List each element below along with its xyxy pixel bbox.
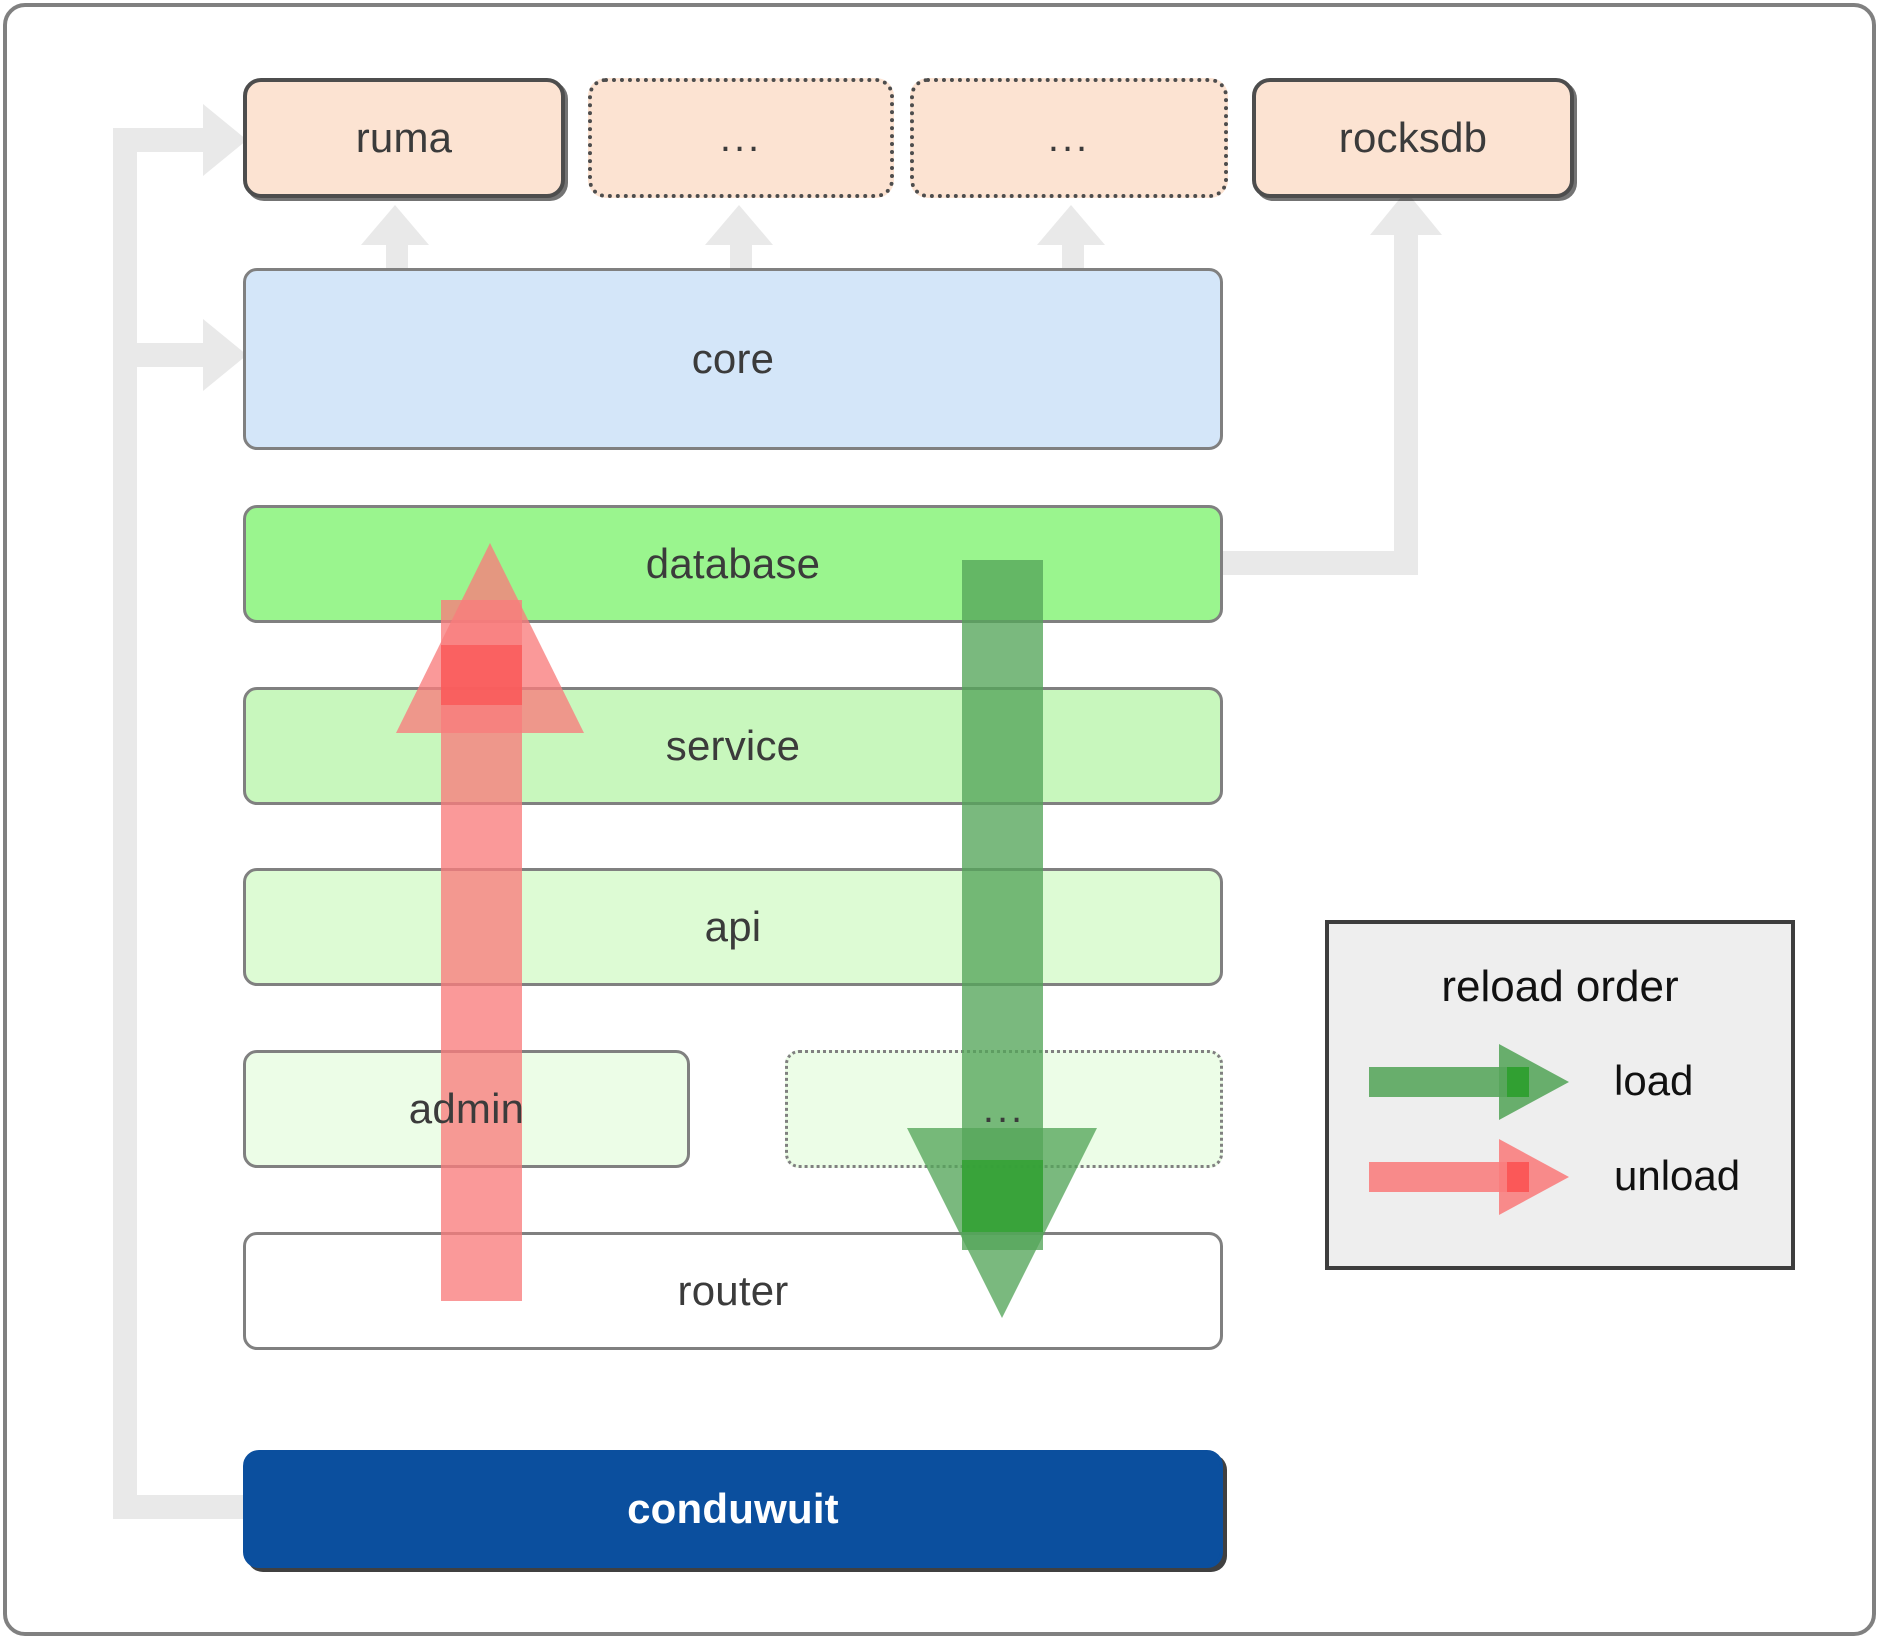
layer-box-api[interactable]: api bbox=[243, 868, 1223, 986]
legend-unload-notch bbox=[1507, 1162, 1529, 1192]
layer-box-service[interactable]: service bbox=[243, 687, 1223, 805]
dependency-label-ellipsis-2: ... bbox=[1047, 115, 1091, 160]
connector-arrow-core bbox=[203, 319, 247, 391]
layer-label-core: core bbox=[691, 335, 775, 382]
connector-core-to-dep3-stem bbox=[1062, 238, 1084, 273]
connector-arrow-ruma bbox=[203, 104, 247, 176]
legend-label-load: load bbox=[1614, 1057, 1694, 1104]
connector-core-to-dep2-stem bbox=[730, 238, 752, 273]
root-box-conduwuit[interactable]: conduwuit bbox=[243, 1450, 1223, 1568]
connector-database-to-rocksdb-horizontal bbox=[1222, 551, 1418, 575]
layer-box-core[interactable]: core bbox=[243, 268, 1223, 450]
connector-arrow-rocksdb bbox=[1370, 191, 1442, 235]
load-arrow-notch bbox=[962, 1160, 1043, 1232]
diagram-frame bbox=[3, 3, 1876, 1636]
layer-label-router: router bbox=[677, 1267, 789, 1314]
connector-arrow-core-to-ruma bbox=[361, 205, 429, 245]
layer-label-ellipsis: ... bbox=[982, 1086, 1026, 1131]
connector-arrow-core-to-dep3 bbox=[1037, 205, 1105, 245]
layer-label-admin: admin bbox=[408, 1085, 525, 1132]
legend-label-unload: unload bbox=[1614, 1152, 1741, 1199]
dependency-label-ellipsis-1: ... bbox=[719, 115, 763, 160]
legend-panel: reload order load unload bbox=[1325, 920, 1795, 1270]
connector-arrow-core-to-dep2 bbox=[705, 205, 773, 245]
connector-core-to-ruma-stem bbox=[386, 238, 408, 273]
legend-load-notch bbox=[1507, 1067, 1529, 1097]
unload-arrow-notch bbox=[441, 645, 522, 705]
connector-branch-from-conduwuit bbox=[113, 1495, 263, 1519]
root-label-conduwuit: conduwuit bbox=[627, 1485, 839, 1532]
layer-label-api: api bbox=[704, 903, 762, 950]
connector-database-to-rocksdb-vertical bbox=[1394, 235, 1418, 575]
legend-title: reload order bbox=[1441, 962, 1679, 1011]
dependency-box-ruma[interactable]: ruma bbox=[243, 78, 565, 198]
dependency-box-ellipsis-2[interactable]: ... bbox=[910, 78, 1228, 198]
layer-label-database: database bbox=[645, 540, 821, 587]
dependency-label-rocksdb: rocksdb bbox=[1338, 114, 1488, 161]
dependency-label-ruma: ruma bbox=[355, 114, 453, 161]
connector-trunk-left bbox=[113, 128, 137, 1519]
layer-label-service: service bbox=[665, 722, 801, 769]
dependency-box-ellipsis-1[interactable]: ... bbox=[588, 78, 894, 198]
layer-box-database[interactable]: database bbox=[243, 505, 1223, 623]
dependency-box-rocksdb[interactable]: rocksdb bbox=[1252, 78, 1574, 198]
